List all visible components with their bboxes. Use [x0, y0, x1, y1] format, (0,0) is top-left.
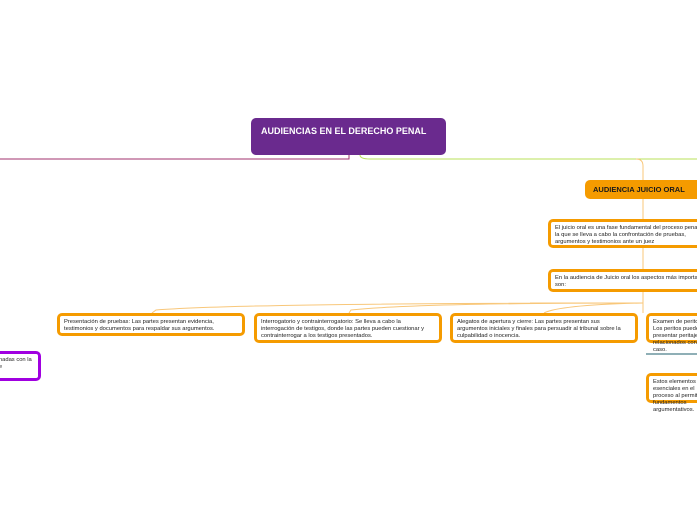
connector-to-main: [635, 158, 644, 180]
node-intro-text: El juicio oral es una fase fundamental d…: [555, 225, 697, 245]
main-topic-label: AUDIENCIA JUICIO ORAL: [593, 185, 685, 194]
node-presentation[interactable]: Presentación de pruebas: Las partes pres…: [57, 313, 245, 336]
node-interrogation-text: Interrogatorio y contrainterrogatorio: S…: [261, 319, 425, 339]
main-topic-audiencia-juicio-oral[interactable]: AUDIENCIA JUICIO ORAL: [585, 180, 697, 199]
node-exam-text: Examen de peritos: Los peritos pueden pr…: [653, 319, 697, 353]
node-allegations-text: Alegatos de apertura y cierre: Las parte…: [457, 319, 621, 339]
node-left-partial[interactable]: ...relacionadas con la ... la base: [0, 351, 41, 381]
node-interrogation[interactable]: Interrogatorio y contrainterrogatorio: S…: [254, 313, 442, 343]
connector-aspects-branches: [151, 302, 644, 314]
central-topic-label: AUDIENCIAS EN EL DERECHO PENAL: [261, 126, 427, 136]
node-elements[interactable]: Estos elementos son esenciales en el pro…: [646, 373, 697, 413]
node-allegations[interactable]: Alegatos de apertura y cierre: Las parte…: [450, 313, 638, 343]
node-aspects-text: En la audiencia de Juicio oral los aspec…: [555, 275, 697, 288]
node-presentation-text: Presentación de pruebas: Las partes pres…: [64, 319, 215, 332]
connector-central-left: [0, 155, 350, 160]
node-left-partial-text: ...relacionadas con la ... la base: [0, 357, 32, 370]
node-aspects[interactable]: En la audiencia de Juicio oral los aspec…: [548, 269, 697, 292]
node-intro[interactable]: El juicio oral es una fase fundamental d…: [548, 219, 697, 248]
central-topic[interactable]: AUDIENCIAS EN EL DERECHO PENAL: [251, 118, 446, 155]
connector-central-right: [359, 154, 697, 160]
node-exam[interactable]: Examen de peritos: Los peritos pueden pr…: [646, 313, 697, 353]
node-elements-text: Estos elementos son esenciales en el pro…: [653, 379, 697, 413]
